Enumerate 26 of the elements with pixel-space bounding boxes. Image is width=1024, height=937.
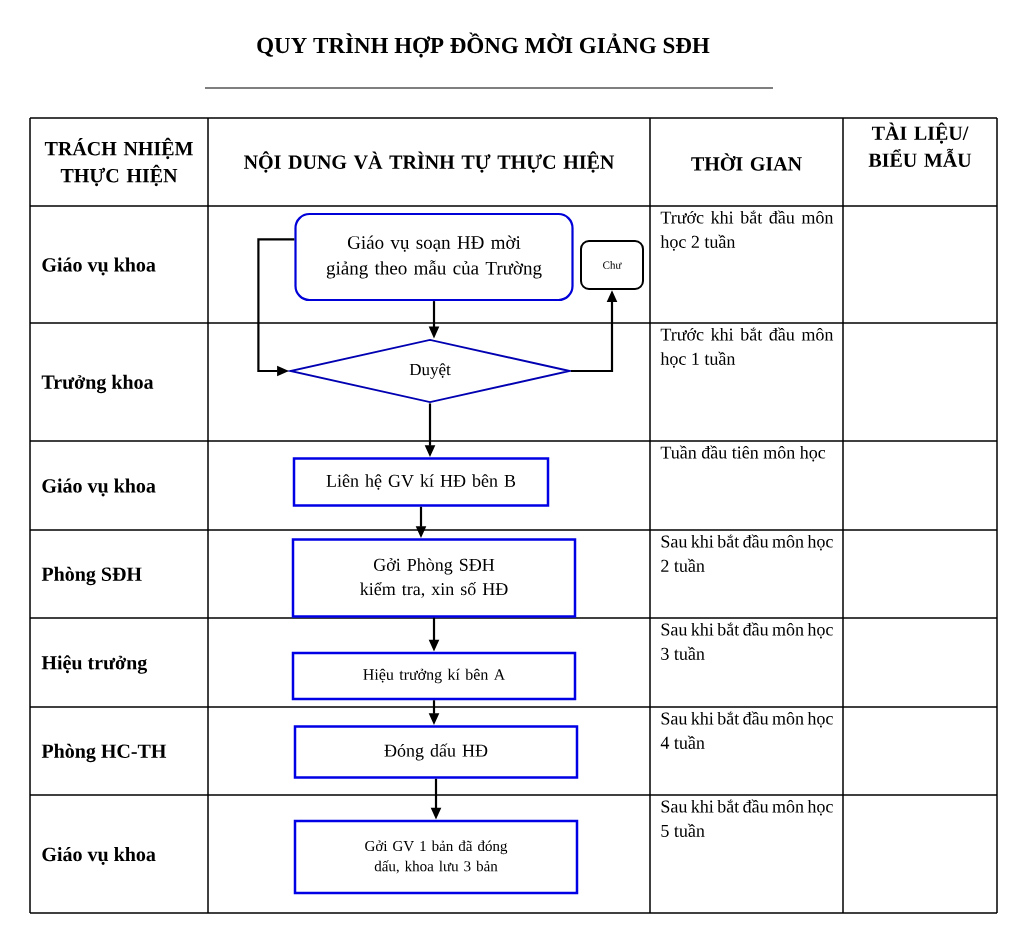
column-header: NỘI DUNG VÀ TRÌNH TỰ THỰC HIỆN bbox=[244, 151, 615, 173]
column-header: TRÁCH NHIỆM THỰC HIỆN bbox=[44, 137, 193, 187]
column-header: TÀI LIỆU/ BIỂU MẪU bbox=[868, 122, 972, 167]
time-note: Sau khi bắt đầu môn học 2 tuần bbox=[661, 534, 833, 572]
role-label: Giáo vụ khoa bbox=[42, 847, 156, 865]
time-note: Sau khi bắt đầu môn học 4 tuần bbox=[660, 711, 833, 749]
process-box: Giáo vụ soạn HĐ mời giảng theo mẫu của Trường bbox=[294, 212, 574, 302]
process-box: Hiệu trưởng kí bên A bbox=[291, 651, 577, 701]
process-box: Gởi Phòng SĐH kiểm tra, xin số HĐ bbox=[291, 538, 577, 618]
process-box: Chư bbox=[580, 240, 644, 290]
time-note: Trước khi bắt đầu môn học 2 tuần bbox=[660, 210, 834, 251]
time-note: Sau khi bắt đầu môn học 3 tuần bbox=[661, 622, 833, 660]
role-label: Trưởng khoa bbox=[41, 374, 154, 394]
column-header: THỜI GIAN bbox=[691, 153, 802, 171]
time-note: Trước khi bắt đầu môn học 1 tuần bbox=[660, 327, 834, 368]
role-label: Giáo vụ khoa bbox=[42, 478, 156, 497]
process-box: Liên hệ GV kí HĐ bên B bbox=[292, 457, 550, 507]
process-box: Đóng dấu HĐ bbox=[293, 725, 579, 779]
role-label: Hiệu trưởng bbox=[41, 655, 148, 674]
title: QUY TRÌNH HỢP ĐỒNG MỜI GIẢNG SĐH bbox=[257, 32, 710, 58]
time-note: Tuần đầu tiên môn học bbox=[660, 445, 826, 462]
role-label: Phòng HC-TH bbox=[41, 743, 167, 763]
time-note: Sau khi bắt đầu môn học 5 tuần bbox=[661, 799, 833, 837]
role-label: Giáo vụ khoa bbox=[42, 257, 156, 276]
process-box: Gởi GV 1 bản đã đóng dấu, khoa lưu 3 bản bbox=[293, 819, 579, 895]
role-label: Phòng SĐH bbox=[41, 566, 142, 586]
